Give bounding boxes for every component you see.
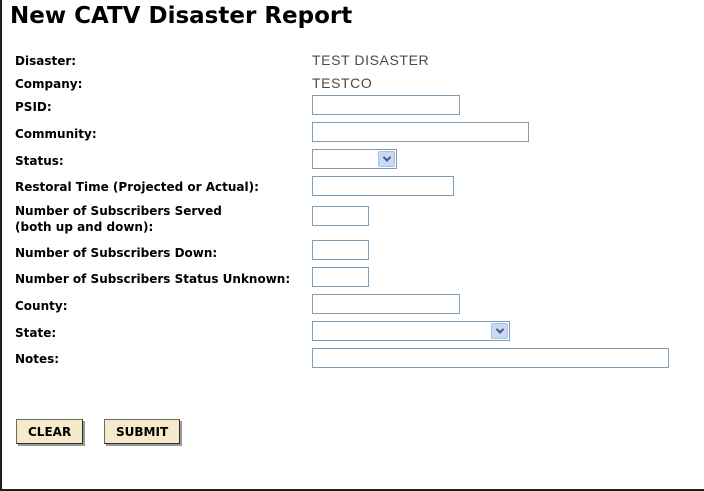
notes-input[interactable] [312, 348, 669, 368]
subs-unknown-label: Number of Subscribers Status Unknown: [15, 272, 291, 286]
subs-down-input[interactable] [312, 240, 369, 260]
restoral-time-label: Restoral Time (Projected or Actual): [15, 180, 259, 194]
psid-label: PSID: [15, 100, 52, 114]
community-input[interactable] [312, 122, 529, 142]
state-label: State: [15, 326, 57, 340]
company-label: Company: [15, 77, 83, 91]
disaster-label: Disaster: [15, 54, 77, 68]
page-title: New CATV Disaster Report [10, 3, 353, 29]
subs-unknown-input[interactable] [312, 267, 369, 287]
county-label: County: [15, 299, 68, 313]
psid-input[interactable] [312, 95, 460, 115]
notes-label: Notes: [15, 352, 60, 366]
subs-down-label: Number of Subscribers Down: [15, 246, 218, 260]
chevron-down-icon [378, 151, 395, 167]
subs-served-input[interactable] [312, 206, 369, 226]
clear-button[interactable]: CLEAR [16, 419, 84, 444]
status-label: Status: [15, 154, 64, 168]
county-input[interactable] [312, 294, 460, 314]
chevron-down-icon [491, 323, 508, 339]
subs-served-label-line1: Number of Subscribers Served [15, 204, 222, 218]
community-label: Community: [15, 127, 97, 141]
disaster-value: TEST DISASTER [312, 52, 430, 68]
state-select[interactable] [312, 321, 510, 341]
subs-served-label-line2: (both up and down): [15, 220, 154, 234]
status-select[interactable] [312, 149, 397, 169]
company-value: TESTCO [312, 75, 373, 91]
submit-button[interactable]: SUBMIT [104, 419, 181, 444]
restoral-time-input[interactable] [312, 176, 454, 196]
